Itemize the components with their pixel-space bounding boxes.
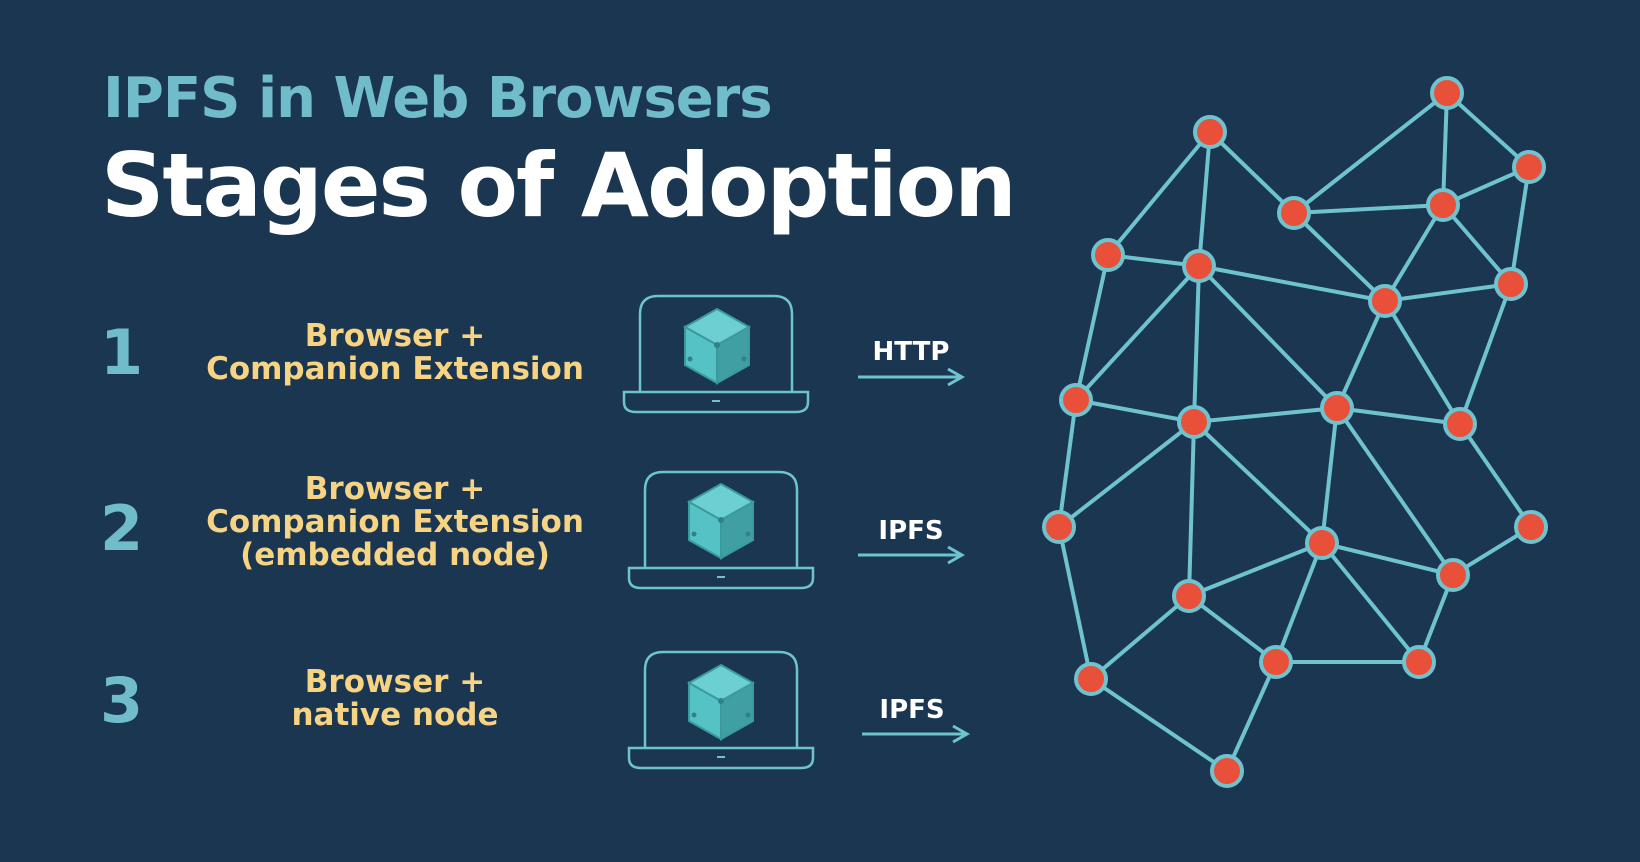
network-edge: [1208, 130, 1296, 215]
stage-3-ipfs-cube-icon: [688, 664, 754, 740]
network-node: [1277, 196, 1311, 230]
stage-2-line-1: Browser +: [304, 471, 486, 507]
network-edge: [1074, 254, 1110, 401]
stage-1-line-2: Companion Extension: [206, 351, 584, 387]
network-edge: [1187, 594, 1278, 664]
network-node: [1514, 510, 1548, 544]
stage-2-number: 2: [100, 492, 144, 565]
network-edge: [1188, 541, 1323, 598]
network-edge: [1089, 594, 1191, 681]
stage-1-description: Browser + Companion Extension: [180, 320, 610, 386]
network-edge: [1074, 264, 1201, 402]
network-edge: [1335, 300, 1387, 409]
network-node: [1259, 645, 1293, 679]
stage-2-ipfs-cube-icon: [688, 483, 754, 559]
network-edge: [1197, 264, 1339, 410]
network-edge: [1225, 661, 1278, 772]
network-graph: [1042, 76, 1548, 788]
stage-1-protocol-label: HTTP: [872, 337, 950, 367]
network-node: [1305, 526, 1339, 560]
stage-3-number: 3: [100, 664, 144, 737]
stage-2-line-2: Companion Extension: [206, 504, 584, 540]
network-edge: [1075, 398, 1195, 424]
stage-2-arrow-icon: [858, 545, 966, 565]
network-edge: [1057, 399, 1078, 528]
network-edge: [1057, 420, 1196, 529]
network-node: [1177, 405, 1211, 439]
network-node: [1320, 391, 1354, 425]
network-node: [1059, 383, 1093, 417]
stage-2-description: Browser + Companion Extension (embedded …: [180, 473, 610, 572]
network-edge: [1197, 131, 1212, 267]
network-node: [1402, 645, 1436, 679]
network-edge: [1383, 299, 1462, 426]
network-node: [1436, 558, 1470, 592]
network-node: [1193, 115, 1227, 149]
network-edge: [1187, 421, 1196, 597]
network-edge: [1321, 541, 1454, 577]
network-edge: [1106, 130, 1212, 257]
network-node: [1172, 579, 1206, 613]
network-node: [1074, 662, 1108, 696]
network-node: [1042, 510, 1076, 544]
network-node: [1512, 150, 1546, 184]
stage-3-arrow-icon: [862, 724, 971, 744]
stage-2-protocol-label: IPFS: [878, 516, 944, 546]
network-edge: [1274, 542, 1324, 663]
network-edge: [1509, 166, 1531, 285]
network-edge: [1089, 677, 1229, 773]
stage-3-description: Browser + native node: [180, 666, 610, 732]
stage-1-ipfs-cube-icon: [684, 308, 750, 384]
network-edge: [1292, 91, 1449, 215]
network-edge: [1293, 203, 1444, 215]
page-title: Stages of Adoption: [101, 134, 1017, 237]
network-edge: [1335, 406, 1455, 577]
network-edge: [1441, 92, 1449, 206]
network-node: [1182, 249, 1216, 283]
network-edge: [1458, 422, 1533, 529]
network-node: [1443, 407, 1477, 441]
network-node: [1368, 284, 1402, 318]
stage-3-line-1: Browser +: [304, 664, 486, 700]
network-edge: [1458, 283, 1513, 425]
network-edge: [1320, 407, 1339, 544]
network-edge: [1441, 203, 1513, 286]
stage-1-number: 1: [100, 316, 144, 389]
network-edge: [1383, 203, 1445, 303]
stage-3-line-2: native node: [291, 697, 499, 733]
stage-3-protocol-label: IPFS: [879, 695, 945, 725]
network-node: [1210, 754, 1244, 788]
network-edge: [1320, 541, 1421, 664]
network-edge: [1198, 264, 1386, 303]
stage-2-line-3: (embedded node): [240, 537, 550, 573]
network-edge: [1193, 406, 1338, 424]
stage-1-arrow-icon: [858, 367, 966, 387]
network-edge: [1057, 526, 1093, 680]
network-node: [1430, 76, 1464, 110]
network-edge: [1445, 91, 1531, 169]
network-edge: [1336, 406, 1461, 426]
network-edge: [1192, 420, 1324, 545]
network-edge: [1292, 211, 1387, 303]
network-edge: [1192, 265, 1201, 423]
network-edge: [1384, 282, 1512, 303]
network-node: [1091, 238, 1125, 272]
stage-1-line-1: Browser +: [304, 318, 486, 354]
network-node: [1426, 188, 1460, 222]
network-node: [1494, 267, 1528, 301]
subtitle: IPFS in Web Browsers: [103, 66, 773, 131]
